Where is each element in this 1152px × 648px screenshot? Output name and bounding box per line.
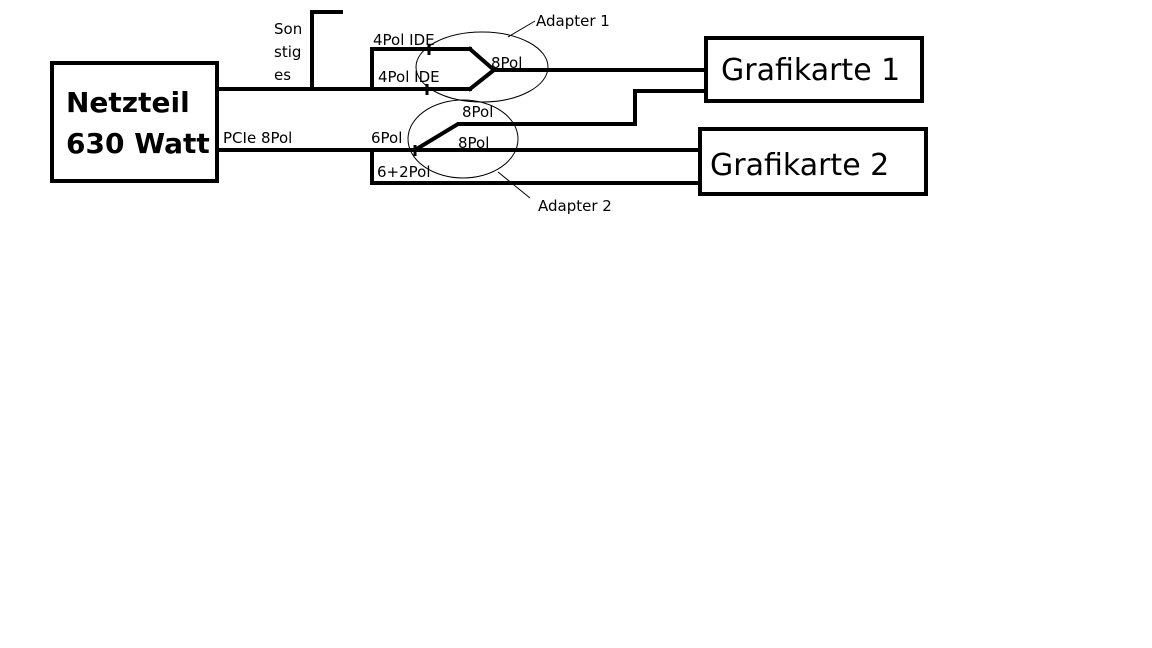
other-label-2: stig: [274, 43, 301, 61]
power-supply-line1: Netzteil: [66, 86, 190, 119]
label-adapter1-name: Adapter 1: [536, 12, 610, 30]
label-six-plus-two: 6+2Pol: [377, 163, 431, 181]
label-adapter2-out-top: 8Pol: [462, 103, 493, 121]
graphics-card-2-label: Grafikarte 2: [710, 148, 889, 183]
wire-ide-top: [370, 47, 472, 91]
adapter-2-leader: [497, 171, 531, 199]
graphics-card-1-label: Grafikarte 1: [721, 53, 900, 88]
label-pcie: PCIe 8Pol: [223, 129, 292, 147]
other-label-3: es: [274, 66, 291, 84]
wire-other: [310, 10, 343, 91]
label-ide-top: 4Pol IDE: [373, 31, 435, 49]
other-label-1: Son: [274, 20, 302, 38]
label-adapter2-out-bottom: 8Pol: [458, 134, 489, 152]
power-supply-line2: 630 Watt: [66, 127, 210, 160]
wire-adapter2-up: [412, 89, 708, 153]
adapter-1-leader: [507, 20, 536, 38]
adapter-1-ellipse: [415, 31, 549, 103]
adapter-2-ellipse: [407, 99, 519, 179]
label-ide-bottom: 4Pol IDE: [378, 68, 440, 86]
graphics-card-2-box: [698, 127, 928, 196]
label-adapter1-out: 8Pol: [491, 54, 522, 72]
power-supply-box: [50, 61, 219, 183]
label-adapter2-name: Adapter 2: [538, 197, 612, 215]
wire-six-plus-two: [370, 148, 702, 185]
label-adapter2-in: 6Pol: [371, 129, 402, 147]
